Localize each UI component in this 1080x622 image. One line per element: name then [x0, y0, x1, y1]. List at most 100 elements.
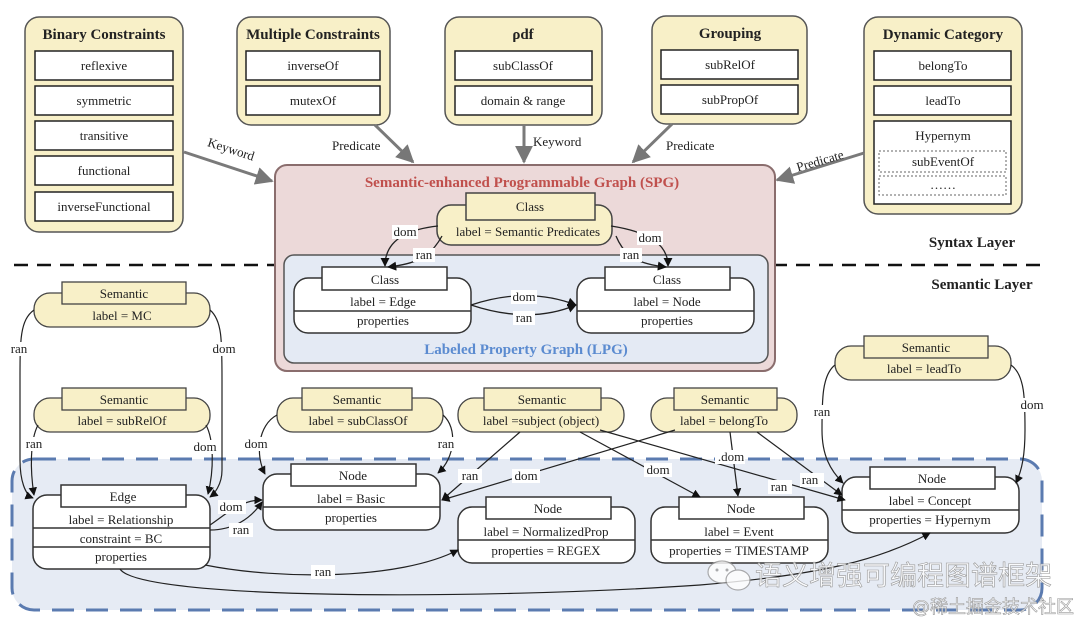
item-leadto: leadTo	[873, 85, 1012, 116]
item-inversefunctional: inverseFunctional	[34, 191, 174, 222]
arrow-multiple-to-spg	[373, 123, 415, 164]
svg-text:label = Edge: label = Edge	[350, 294, 416, 309]
svg-text:label = belongTo: label = belongTo	[680, 413, 768, 428]
group-title: Binary Constraints	[43, 27, 166, 43]
svg-text:belongTo: belongTo	[919, 58, 968, 73]
svg-text:dom: dom	[512, 289, 535, 304]
arrow-dynamic-to-spg	[775, 151, 865, 184]
svg-text:Semantic: Semantic	[902, 340, 951, 355]
svg-text:dom: dom	[646, 462, 669, 477]
semantic-edge-labels: ran dom ran dom dom ran dom ran ran ran …	[7, 341, 1046, 579]
svg-text:inverseOf: inverseOf	[287, 58, 339, 73]
arrow-binary-to-spg	[183, 150, 274, 185]
svg-text:Class: Class	[516, 199, 544, 214]
svg-text:dom: dom	[219, 499, 242, 514]
svg-text:dom: dom	[244, 436, 267, 451]
arrow-label-keyword: Keyword	[533, 134, 582, 149]
svg-text:ran: ran	[462, 468, 479, 483]
group-title: ρdf	[512, 27, 534, 43]
svg-text:label = MC: label = MC	[92, 308, 151, 323]
svg-text:dom: dom	[193, 439, 216, 454]
item-subrelof: subRelOf	[660, 49, 799, 80]
svg-text:reflexive: reflexive	[81, 58, 127, 73]
svg-text:label = Semantic Predicates: label = Semantic Predicates	[456, 224, 600, 239]
svg-text:domain & range: domain & range	[481, 93, 566, 108]
svg-text:dom: dom	[514, 468, 537, 483]
svg-text:symmetric: symmetric	[77, 93, 132, 108]
svg-text:properties = TIMESTAMP: properties = TIMESTAMP	[669, 543, 809, 558]
spg-title: Semantic-enhanced Programmable Graph (SP…	[365, 175, 679, 191]
instance-node-concept: Node label = Concept properties = Hypern…	[841, 466, 1020, 534]
svg-text:leadTo: leadTo	[925, 93, 960, 108]
group-title: Multiple Constraints	[246, 27, 380, 43]
semantic-node-subrelof: Semantic label = subRelOf	[33, 387, 211, 433]
svg-text:dom: dom	[212, 341, 235, 356]
semantic-node-leadto: Semantic label = leadTo	[834, 335, 1012, 381]
svg-text:ran: ran	[416, 247, 433, 262]
svg-text:label = Node: label = Node	[633, 294, 700, 309]
arrow-label-keyword: Keyword	[206, 134, 257, 163]
svg-text:Semantic: Semantic	[100, 286, 149, 301]
svg-text:dom: dom	[638, 230, 661, 245]
svg-text:functional: functional	[78, 163, 131, 178]
item-inverseof: inverseOf	[245, 50, 381, 81]
semantic-node-subclassof: Semantic label = subClassOf	[276, 387, 444, 433]
semantic-node-belongto: Semantic label = belongTo	[650, 387, 798, 433]
watermark-title: 语义增强可编程图谱框架	[755, 561, 1052, 592]
svg-text:Node: Node	[534, 501, 562, 516]
svg-text:Node: Node	[727, 501, 755, 516]
syntax-arrows	[183, 122, 865, 185]
svg-text:ran: ran	[623, 247, 640, 262]
watermark-source: @稀土掘金技术社区	[912, 597, 1074, 618]
svg-text:Node: Node	[339, 468, 367, 483]
class-node: Class label = Node properties	[576, 266, 755, 334]
svg-text:ran: ran	[814, 404, 831, 419]
semantic-edges	[19, 309, 1026, 596]
group-dynamic-category: Dynamic Category belongTo leadTo Hyperny…	[863, 16, 1023, 215]
item-domain-range: domain & range	[454, 85, 593, 116]
item-subclassof: subClassOf	[454, 50, 593, 81]
svg-text:mutexOf: mutexOf	[290, 93, 337, 108]
svg-text:properties: properties	[357, 313, 409, 328]
svg-text:ran: ran	[438, 436, 455, 451]
svg-text:label = Concept: label = Concept	[889, 493, 972, 508]
svg-text:label = Event: label = Event	[704, 524, 774, 539]
item-subeventof: subEventOf	[912, 154, 975, 169]
wechat-icon	[707, 560, 751, 591]
svg-text:.dom: .dom	[718, 449, 744, 464]
item-subpropof: subPropOf	[660, 84, 799, 115]
svg-text:ran: ran	[11, 341, 28, 356]
svg-text:subRelOf: subRelOf	[705, 57, 756, 72]
syntax-layer-label: Syntax Layer	[929, 235, 1016, 251]
arrow-label-predicate: Predicate	[795, 147, 846, 175]
item-transitive: transitive	[34, 120, 174, 151]
spg-edge-labels: dom ran dom ran dom ran	[392, 224, 663, 325]
semantic-node-subject: Semantic label =subject (object)	[457, 387, 625, 433]
svg-text:dom: dom	[393, 224, 416, 239]
group-title: Grouping	[699, 26, 762, 42]
group-title: Dynamic Category	[883, 27, 1004, 43]
svg-text:properties = Hypernym: properties = Hypernym	[869, 512, 990, 527]
svg-text:constraint = BC: constraint = BC	[80, 531, 162, 546]
svg-text:properties: properties	[325, 510, 377, 525]
svg-text:Semantic: Semantic	[333, 392, 382, 407]
svg-text:label = subRelOf: label = subRelOf	[78, 413, 168, 428]
svg-text:properties = REGEX: properties = REGEX	[491, 543, 601, 558]
instance-node-basic: Node label = Basic properties	[262, 463, 441, 531]
svg-text:label = leadTo: label = leadTo	[887, 361, 961, 376]
svg-text:label = Basic: label = Basic	[317, 491, 385, 506]
semantic-layer-label: Semantic Layer	[931, 277, 1033, 293]
svg-text:properties: properties	[95, 549, 147, 564]
svg-text:ran: ran	[771, 479, 788, 494]
svg-text:label =subject (object): label =subject (object)	[483, 413, 599, 428]
svg-text:label = subClassOf: label = subClassOf	[308, 413, 408, 428]
svg-text:subPropOf: subPropOf	[702, 92, 759, 107]
instance-node-edge: Edge label = Relationship constraint = B…	[32, 484, 211, 570]
svg-text:label = Relationship: label = Relationship	[69, 512, 174, 527]
svg-text:dom: dom	[1020, 397, 1043, 412]
svg-text:transitive: transitive	[80, 128, 129, 143]
group-multiple-constraints: Multiple Constraints inverseOf mutexOf	[236, 16, 391, 126]
spg-box: Semantic-enhanced Programmable Graph (SP…	[274, 164, 776, 372]
item-symmetric: symmetric	[34, 85, 174, 116]
